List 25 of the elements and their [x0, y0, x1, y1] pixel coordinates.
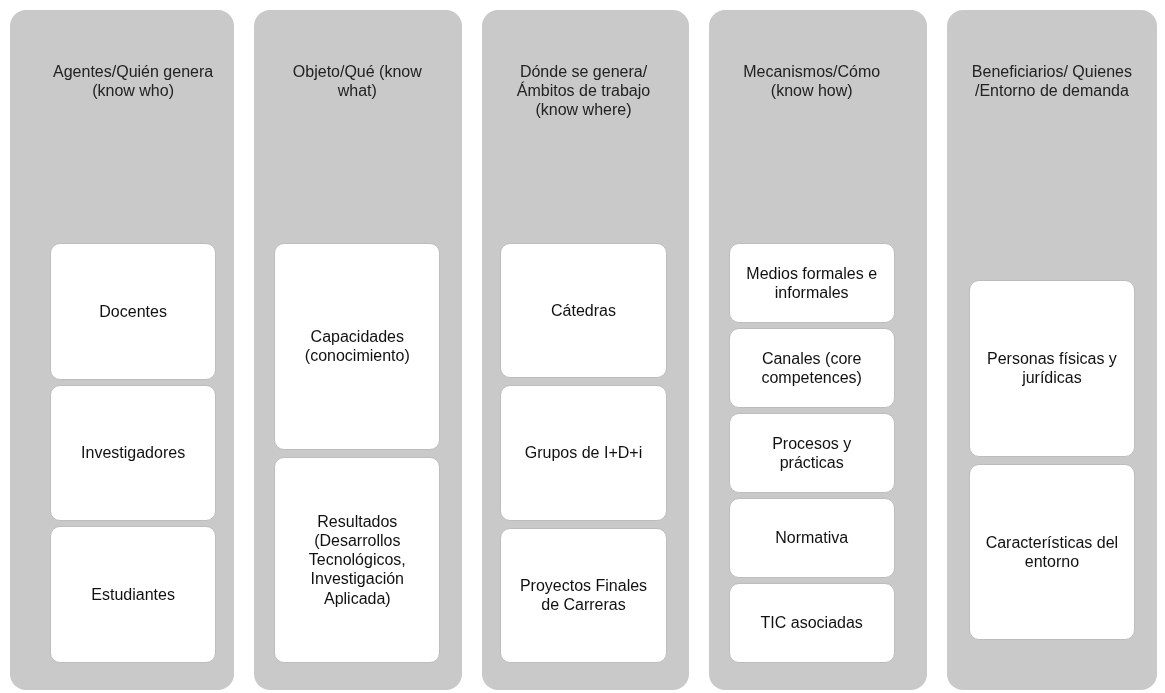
column-heading: Dónde se genera/Ámbitos de trabajo (know where) [515, 62, 652, 120]
item-box: Características del entorno [968, 463, 1135, 640]
item-box: Personas físicas y jurídicas [968, 280, 1135, 457]
column-heading: Objeto/Qué (know what) [291, 62, 423, 101]
item-box: Estudiantes [50, 526, 217, 663]
item-box: Proyectos Finales de Carreras [500, 527, 667, 663]
item-box: Docentes [50, 243, 217, 380]
column-panel [946, 10, 1157, 690]
item-box: TIC asociadas [728, 583, 895, 663]
item-box: Investigadores [50, 384, 217, 522]
item-box: Grupos de I+D+i [500, 385, 667, 521]
column-panel [708, 10, 927, 690]
column-panel [482, 10, 689, 690]
item-box: Cátedras [500, 243, 667, 379]
item-box: Capacidades (conocimiento) [274, 243, 441, 450]
column-panel [254, 10, 463, 690]
column-heading: Beneficiarios/ Quienes /Entorno de demanda [970, 62, 1133, 101]
item-box: Canales (core competences) [728, 328, 895, 408]
column-heading: Agentes/Quién genera (know who) [52, 62, 215, 101]
item-box: Medios formales e informales [728, 243, 895, 323]
item-box: Procesos y prácticas [728, 413, 895, 493]
item-box: Resultados (Desarrollos Tecnológicos, Investigación Aplicada) [274, 456, 441, 663]
column-panel [10, 10, 235, 690]
item-box: Normativa [728, 498, 895, 578]
column-heading: Mecanismos/Cómo (know how) [742, 62, 882, 101]
